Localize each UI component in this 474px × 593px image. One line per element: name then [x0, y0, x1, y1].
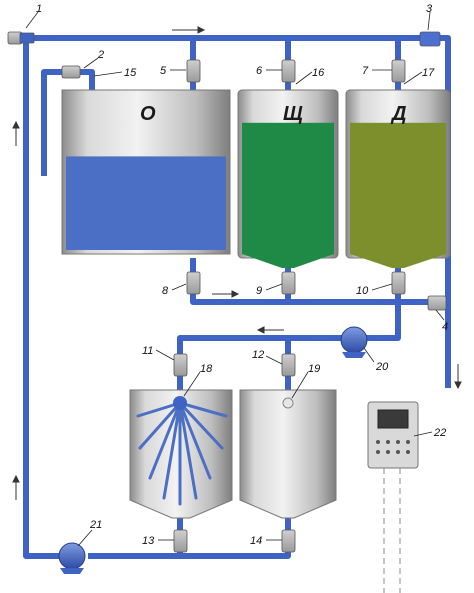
valve-8: [186, 271, 201, 295]
spray-jets: [136, 401, 228, 506]
callout-11: 11: [142, 345, 153, 357]
tank-disinfectant-label: Д: [390, 103, 406, 125]
control-panel-buttons: [376, 440, 410, 454]
callout-16: 16: [312, 67, 325, 79]
callout-22: 22: [433, 427, 446, 439]
callout-17: 17: [422, 67, 435, 79]
inlet-head: [282, 397, 294, 409]
callout-19: 19: [308, 363, 320, 375]
valve-4: [427, 295, 447, 311]
callout-18: 18: [200, 363, 213, 375]
valve-13: [173, 529, 188, 553]
control-panel: [367, 401, 419, 593]
control-panel-screen: [377, 409, 409, 429]
callout-2: 2: [97, 49, 104, 61]
valve-3: [419, 31, 441, 47]
valve-11: [173, 353, 188, 377]
callout-6: 6: [256, 65, 263, 77]
callout-15: 15: [124, 67, 137, 79]
pump-21: [58, 542, 86, 574]
callout-leaders: [25, 11, 445, 547]
control-cable: [383, 468, 401, 593]
flow-arrows: [12, 26, 462, 500]
callout-9: 9: [256, 285, 262, 297]
callout-4: 4: [442, 321, 448, 333]
spray-head: [173, 396, 187, 410]
valves: [7, 31, 447, 553]
tank-alkali-cone: [242, 254, 334, 268]
valve-10: [391, 271, 406, 295]
tank-alkali-fill: [242, 122, 334, 254]
valve-12: [281, 353, 296, 377]
tank-alkali-label: Щ: [283, 103, 303, 125]
callout-3: 3: [426, 3, 433, 15]
bottom-line: [88, 516, 291, 559]
tank-water-fill: [66, 156, 226, 250]
callout-20: 20: [375, 361, 389, 373]
valve-9: [281, 271, 296, 295]
callout-13: 13: [142, 535, 155, 547]
tank-water: О: [61, 89, 231, 255]
washing-tank: [129, 389, 233, 519]
callout-14: 14: [250, 535, 262, 547]
valve-5: [186, 59, 201, 83]
valve-7: [391, 59, 406, 83]
callout-10: 10: [356, 285, 369, 297]
callout-numbers: 1 2 3 4 5 6 7 8 9 10 11 12 13 14 15 16 1…: [36, 3, 448, 547]
callout-21: 21: [89, 519, 102, 531]
tank-alkali: Щ: [237, 89, 339, 268]
main-supply-pipe: [26, 35, 451, 388]
valve-14: [281, 529, 296, 553]
valve-6: [281, 59, 296, 83]
left-return-pipe: [23, 38, 60, 559]
receiving-tank: [239, 389, 337, 519]
tank-water-label: О: [140, 103, 156, 125]
valve-1: [7, 31, 35, 45]
tank-disinfectant-fill: [350, 122, 446, 254]
callout-12: 12: [252, 349, 264, 361]
pump-20: [340, 326, 368, 358]
tank-disinfectant: Д: [345, 89, 451, 268]
callout-8: 8: [162, 285, 169, 297]
tank-disinfectant-cone: [350, 254, 446, 268]
callout-5: 5: [160, 65, 167, 77]
callout-1: 1: [36, 3, 42, 15]
valve-2: [61, 65, 81, 79]
callout-7: 7: [362, 65, 369, 77]
